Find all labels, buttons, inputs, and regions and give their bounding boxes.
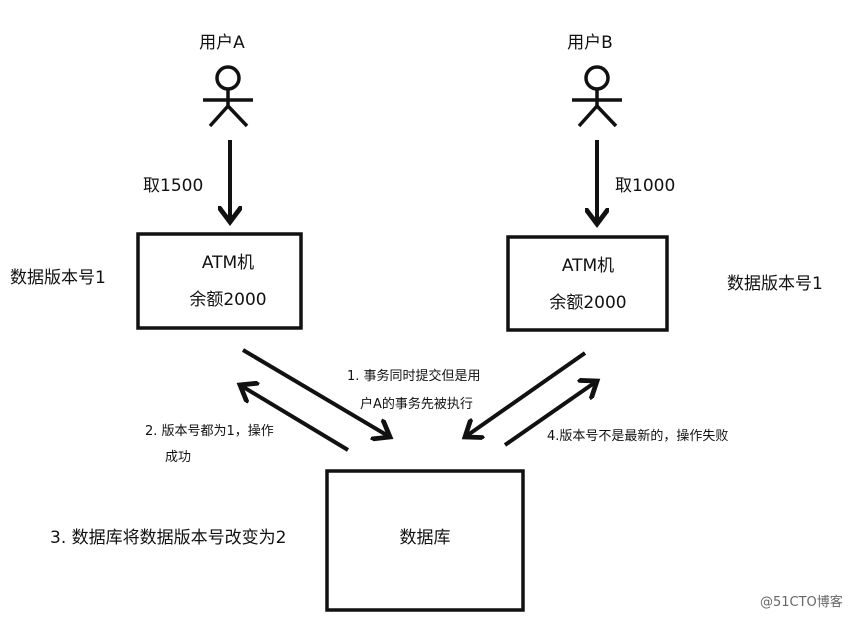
atm-b-box [506,235,669,332]
step2-line1: 2. 版本号都为1，操作 [145,423,274,439]
atm-b-balance: 余额2000 [549,293,626,313]
step1-line2: 户A的事务先被执行 [360,396,473,412]
arrow-db-to-atm-a [240,385,350,452]
version-label-right: 数据版本号1 [727,274,823,294]
watermark: @51CTO博客 [760,594,843,610]
arrow-atm-b-to-db [465,351,587,437]
user-b-stick-figure-icon [572,65,622,128]
database-box [325,469,525,612]
atm-a-balance: 余额2000 [189,290,266,310]
step2-line2: 成功 [165,450,191,465]
step1-line1: 1. 事务同时提交但是用 [347,368,481,384]
step4-label: 4.版本号不是最新的，操作失败 [547,428,728,444]
atm-b-title: ATM机 [562,256,614,276]
database-label: 数据库 [400,528,451,548]
withdraw-a-label: 取1500 [143,176,203,196]
step3-label: 3. 数据库将数据版本号改变为2 [50,528,286,548]
withdraw-b-label: 取1000 [615,176,675,196]
user-a-label: 用户A [199,33,245,53]
user-b-label: 用户B [567,33,613,53]
atm-a-box [136,232,303,330]
arrow-db-to-atm-b [503,381,597,447]
user-a-stick-figure-icon [203,65,253,128]
atm-a-title: ATM机 [202,253,254,273]
version-label-left: 数据版本号1 [10,268,106,288]
arrow-atm-a-to-db [241,348,390,437]
